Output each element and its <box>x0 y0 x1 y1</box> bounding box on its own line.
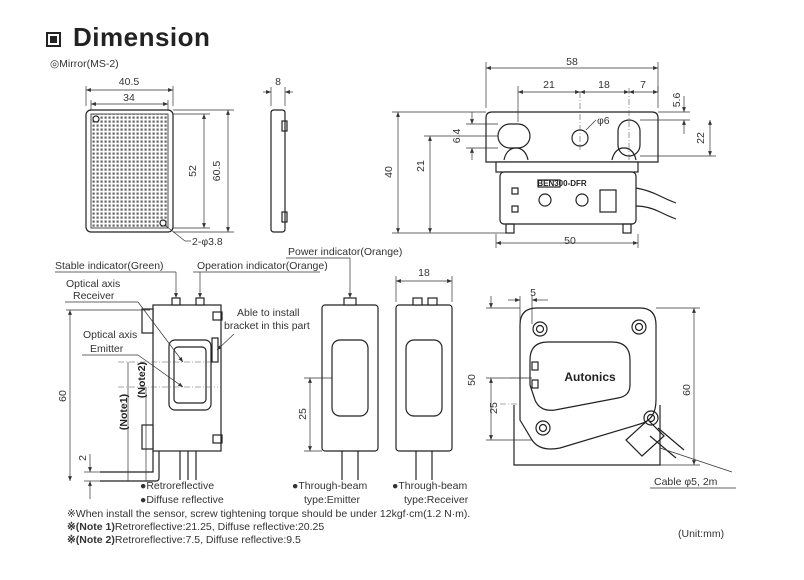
sensor-offset-2: 2 <box>77 455 89 461</box>
sensor-height-60: 60 <box>57 390 69 402</box>
front-height-60: 60 <box>681 384 693 396</box>
note1-marker: (Note1) <box>118 394 130 430</box>
power-indicator-label: Power indicator(Orange) <box>288 246 402 258</box>
mirror-side-view: 8 <box>263 76 293 233</box>
through-beam-receiver-view: 18 ●Through-beam type:Receiver <box>392 267 469 506</box>
emitter-height-25: 25 <box>297 408 309 420</box>
bracket-offset-5-6: 5.6 <box>671 93 683 108</box>
mirror-height-inner: 52 <box>187 165 199 177</box>
note1-text: Retroreflective:21.25, Diffuse reflectiv… <box>114 521 325 533</box>
mirror-height-outer: 60.5 <box>211 161 223 182</box>
mirror-width-inner: 34 <box>123 92 135 104</box>
bracket-dimensions: 58 21 18 7 5.6 22 6.4 φ6 40 21 50 <box>383 56 716 248</box>
note-torque: ※When install the sensor, screw tighteni… <box>67 508 471 520</box>
note1-line: ※(Note 1)Retroreflective:21.25, Diffuse … <box>67 521 470 534</box>
install-bracket-label-1: Able to install <box>237 307 299 319</box>
section-square-icon <box>46 32 61 47</box>
page-title: Dimension <box>73 22 211 52</box>
unit-label: (Unit:mm) <box>678 528 725 540</box>
front-height-50: 50 <box>466 374 478 386</box>
sensor-front-view: Autonics <box>500 307 685 466</box>
mirror-width-outer: 40.5 <box>119 76 140 88</box>
optical-axis-emitter-label-2: Emitter <box>90 343 124 355</box>
bracket-spacing-7: 7 <box>640 79 646 91</box>
mirror-hole-label: 2-φ3.8 <box>192 236 223 248</box>
note1-label: ※(Note 1) <box>67 521 115 533</box>
mirror-label: ◎Mirror(MS-2) <box>50 58 119 70</box>
caption-emitter-1: ●Through-beam <box>292 480 367 492</box>
caption-receiver-2: type:Receiver <box>404 494 469 506</box>
optical-axis-receiver-label-1: Optical axis <box>66 278 120 290</box>
bracket-slot-22: 22 <box>695 132 707 144</box>
bracket-model-label: BEN300-DFR <box>537 179 587 188</box>
optical-axis-receiver-label-2: Receiver <box>73 290 115 302</box>
bracket-spacing-21: 21 <box>543 79 555 91</box>
note2-text: Retroreflective:7.5, Diffuse reflective:… <box>114 534 301 546</box>
stable-indicator-label: Stable indicator(Green) <box>55 260 164 272</box>
optical-axis-emitter-label-1: Optical axis <box>83 329 137 341</box>
bracket-view: BEN300-DFR <box>485 88 677 234</box>
caption-diffuse-reflective: ●Diffuse reflective <box>140 494 224 506</box>
bracket-height-21: 21 <box>415 160 427 172</box>
note2-marker: (Note2) <box>136 362 148 398</box>
note2-line: ※(Note 2)Retroreflective:7.5, Diffuse re… <box>67 534 470 547</box>
mirror-thickness: 8 <box>275 76 281 88</box>
page-header: Dimension <box>46 22 210 53</box>
mirror-dimensions: 40.5 34 52 60.5 2-φ3.8 <box>85 76 234 248</box>
front-height-25: 25 <box>488 402 500 414</box>
notes-block: ※When install the sensor, screw tighteni… <box>67 508 470 547</box>
bracket-width-58: 58 <box>566 56 578 68</box>
caption-receiver-1: ●Through-beam <box>392 480 467 492</box>
mirror-front-view <box>85 109 174 233</box>
note2-label: ※(Note 2) <box>67 534 115 546</box>
install-bracket-label-2: bracket in this part <box>224 320 310 332</box>
bracket-hole-phi6: φ6 <box>597 115 610 127</box>
operation-indicator-label: Operation indicator(Orange) <box>197 260 328 272</box>
caption-emitter-2: type:Emitter <box>304 494 361 506</box>
receiver-width-18: 18 <box>418 267 430 279</box>
bracket-spacing-18: 18 <box>598 79 610 91</box>
cable-label: Cable φ5, 2m <box>654 476 718 488</box>
through-beam-emitter-view: Power indicator(Orange) 25 ●Through-beam… <box>286 246 402 506</box>
brand-label: Autonics <box>564 370 616 384</box>
sensor-side-view <box>100 297 223 482</box>
bracket-height-40: 40 <box>383 166 395 178</box>
bracket-width-50: 50 <box>564 235 576 247</box>
front-offset-5: 5 <box>530 287 536 299</box>
sensor-side-labels: Stable indicator(Green) Operation indica… <box>55 260 328 506</box>
sensor-front-dimensions: 5 50 25 60 Cable φ5, 2m <box>466 287 736 489</box>
caption-retroreflective: ●Retroreflective <box>140 480 214 492</box>
